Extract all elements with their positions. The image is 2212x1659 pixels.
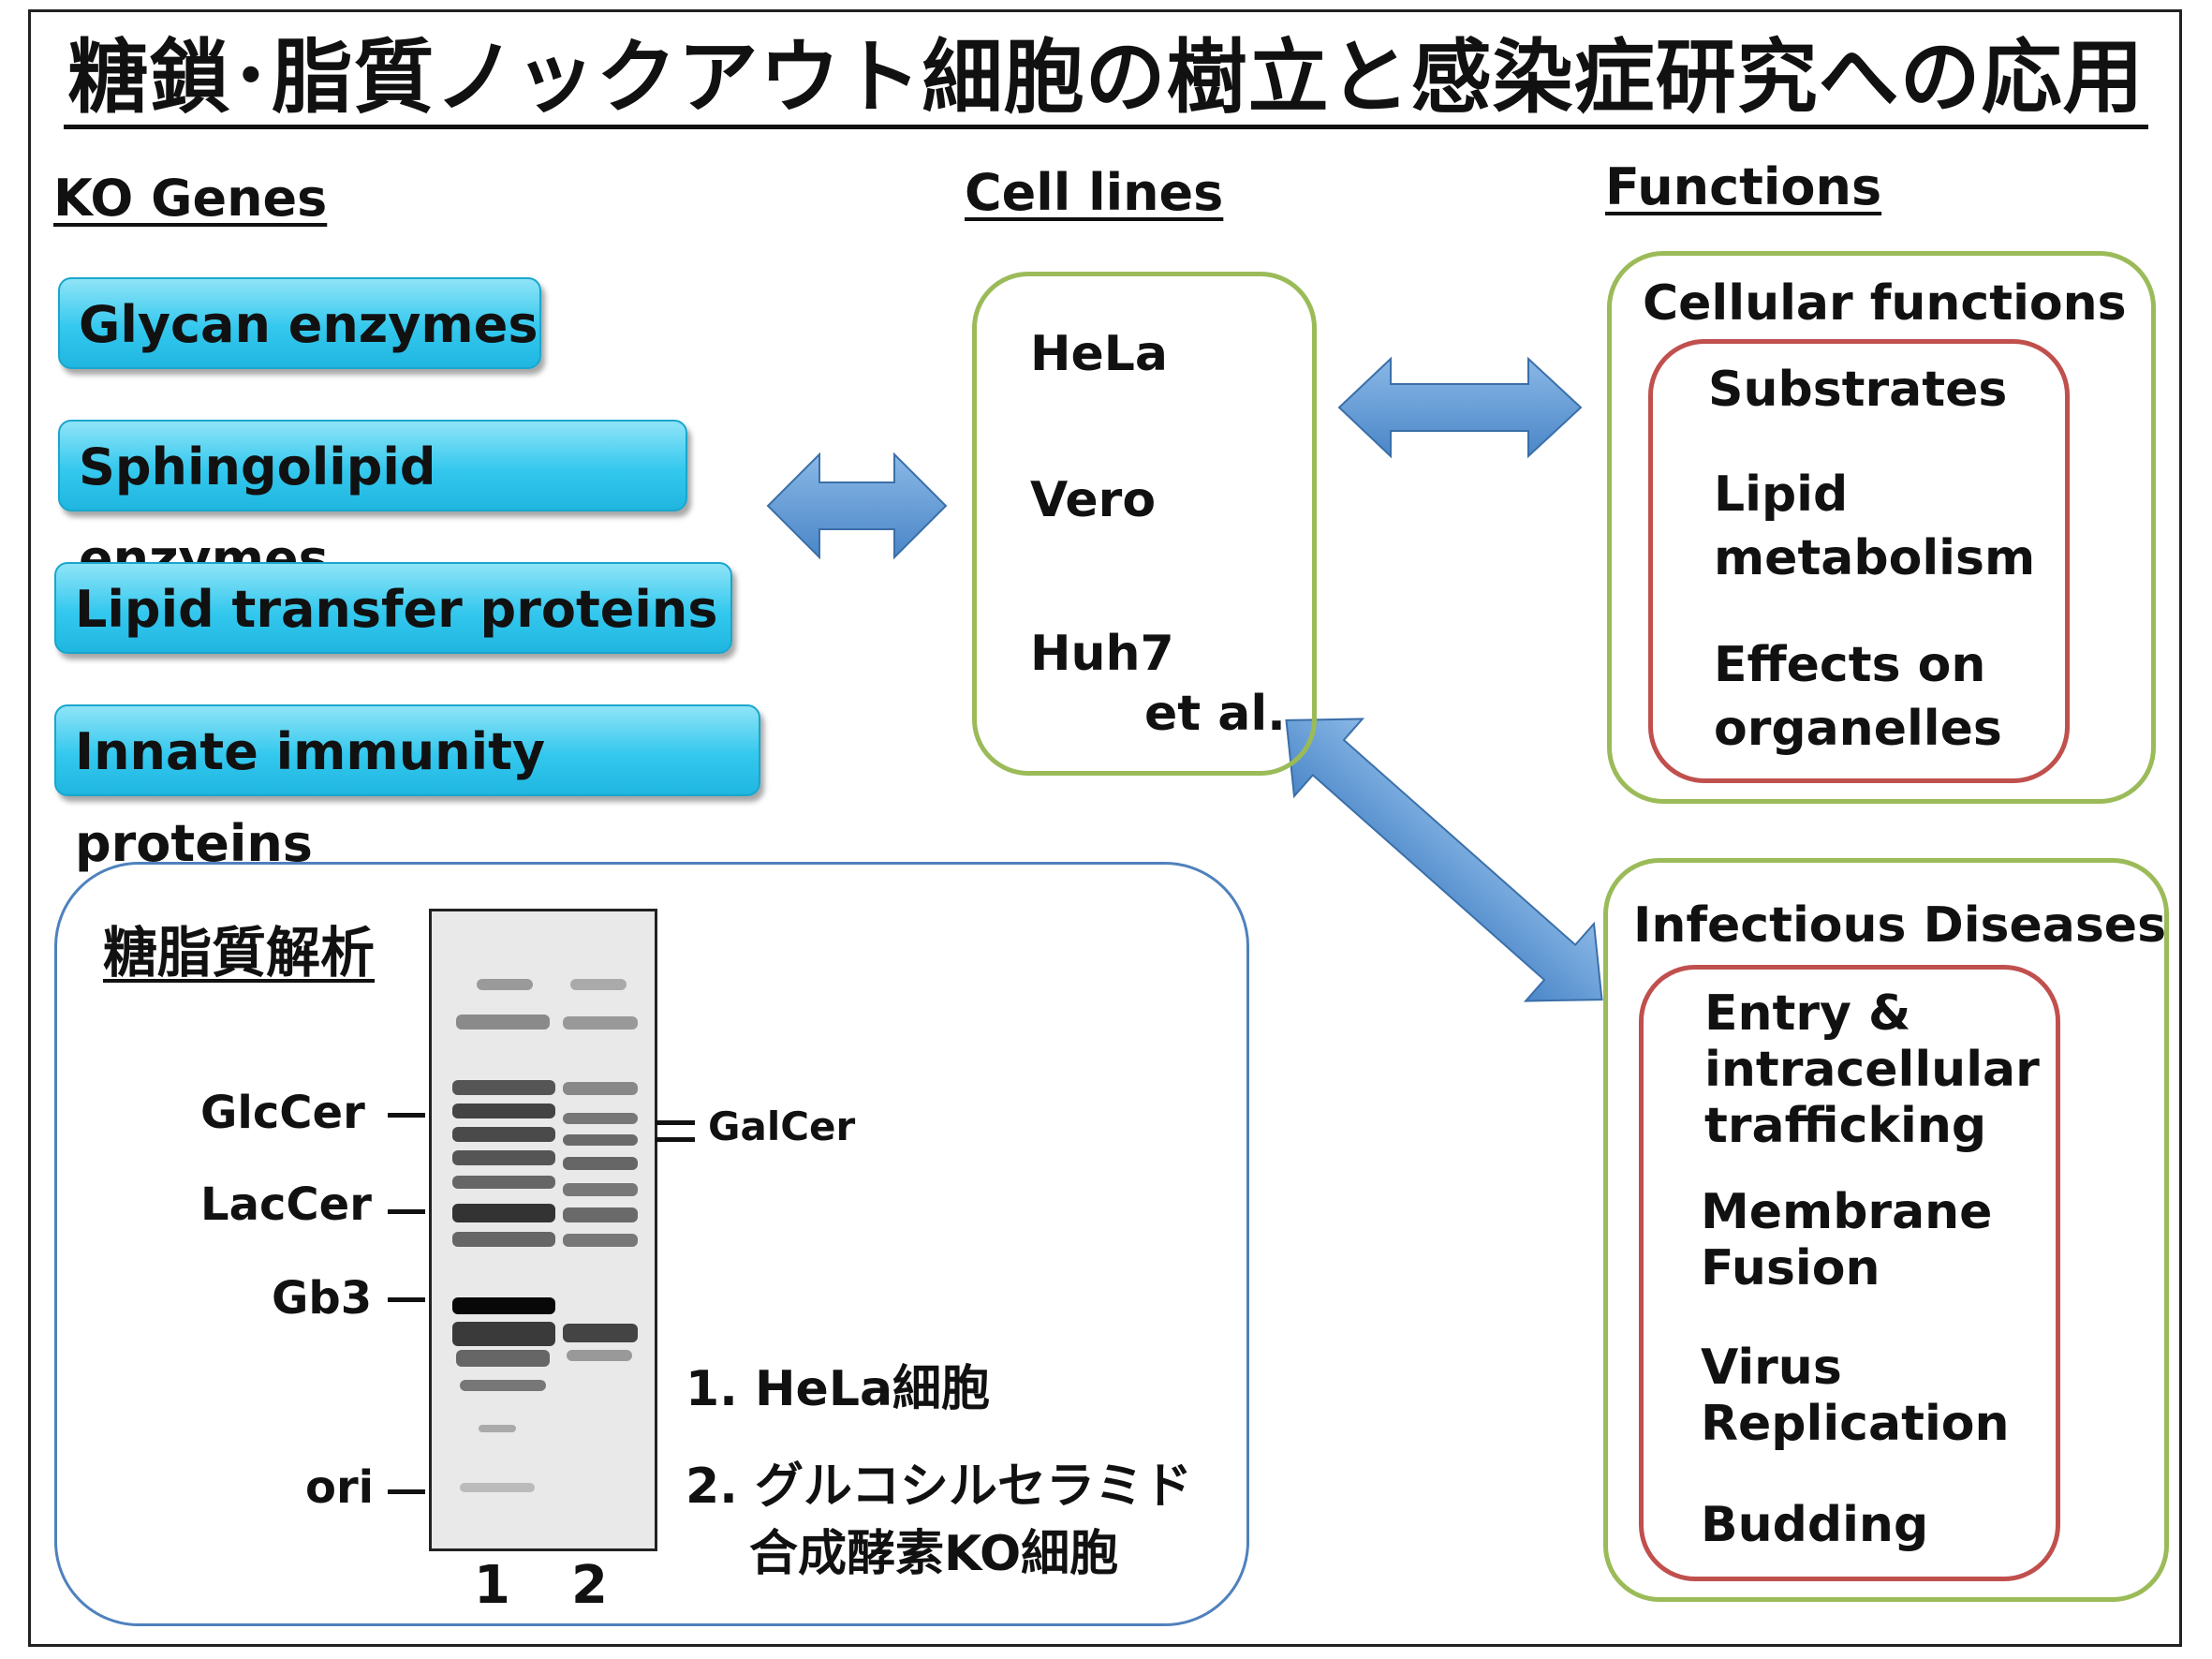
infectious-diseases-inner-box bbox=[1639, 965, 2060, 1581]
marker-label-gb3: Gb3 bbox=[272, 1272, 373, 1325]
function-effects-on-organelles: Effects on organelles bbox=[1714, 637, 2002, 757]
legend-lane-2-line1: 2. グルコシルセラミド bbox=[686, 1459, 1192, 1515]
cellular-functions-box bbox=[1607, 251, 2156, 804]
function-substrates: Substrates bbox=[1708, 362, 2008, 418]
marker-label-ori: ori bbox=[305, 1461, 375, 1514]
marker-label-laccer: LacCer bbox=[200, 1178, 372, 1231]
double-arrow-cell-functions bbox=[1337, 356, 1583, 459]
slide-frame bbox=[28, 9, 2182, 1647]
functions-heading: Functions bbox=[1605, 157, 1882, 216]
marker-tick-laccer bbox=[388, 1209, 425, 1214]
legend-lane-2-line2: 合成酵素KO細胞 bbox=[749, 1526, 1119, 1582]
marker-tick-ori bbox=[388, 1489, 425, 1494]
cellular-functions-inner-box bbox=[1648, 339, 2070, 783]
disease-virus-replication: Virus Replication bbox=[1701, 1340, 2010, 1452]
marker-tick-galcer-2 bbox=[656, 1137, 695, 1142]
glycolipid-analysis-panel bbox=[54, 862, 1249, 1626]
tlc-gel-image bbox=[429, 909, 657, 1551]
infectious-diseases-box bbox=[1603, 858, 2169, 1602]
cell-line-huh7: Huh7 bbox=[1030, 626, 1174, 682]
lane-label-1: 1 bbox=[474, 1555, 510, 1616]
cell-lines-heading: Cell lines bbox=[965, 163, 1224, 222]
disease-entry-trafficking: Entry & intracellular trafficking bbox=[1704, 985, 2040, 1154]
disease-membrane-fusion: Membrane Fusion bbox=[1701, 1184, 1993, 1296]
ko-gene-glycan-enzymes: Glycan enzymes bbox=[58, 277, 541, 369]
disease-budding: Budding bbox=[1701, 1497, 1929, 1553]
marker-tick-glccer bbox=[388, 1113, 425, 1118]
legend-lane-1: 1. HeLa細胞 bbox=[686, 1361, 991, 1417]
double-arrow-cell-infectious bbox=[1285, 718, 1603, 1002]
marker-tick-gb3 bbox=[388, 1297, 425, 1302]
double-arrow-ko-cell bbox=[766, 452, 948, 560]
cell-line-vero: Vero bbox=[1030, 472, 1157, 528]
marker-tick-galcer-1 bbox=[656, 1120, 695, 1125]
cell-line-et-al: et al. bbox=[1144, 686, 1286, 742]
ko-genes-heading: KO Genes bbox=[53, 169, 328, 228]
infectious-diseases-title: Infectious Diseases bbox=[1633, 897, 2167, 954]
cell-line-hela: HeLa bbox=[1030, 326, 1169, 382]
ko-gene-innate-immunity-proteins: Innate immunity proteins bbox=[54, 704, 760, 873]
cell-lines-box bbox=[972, 272, 1317, 776]
function-lipid-metabolism: Lipid metabolism bbox=[1714, 467, 2036, 586]
ko-gene-lipid-transfer-proteins: Lipid transfer proteins bbox=[54, 562, 732, 654]
glycolipid-analysis-title: 糖脂質解析 bbox=[103, 921, 376, 985]
marker-label-glccer: GlcCer bbox=[200, 1087, 365, 1139]
cellular-functions-title: Cellular functions bbox=[1643, 275, 2127, 332]
lane-label-2: 2 bbox=[571, 1555, 608, 1616]
slide-title: 糖鎖･脂質ノックアウト細胞の樹立と感染症研究への応用 bbox=[37, 26, 2175, 129]
marker-label-galcer: GalCer bbox=[708, 1104, 856, 1149]
